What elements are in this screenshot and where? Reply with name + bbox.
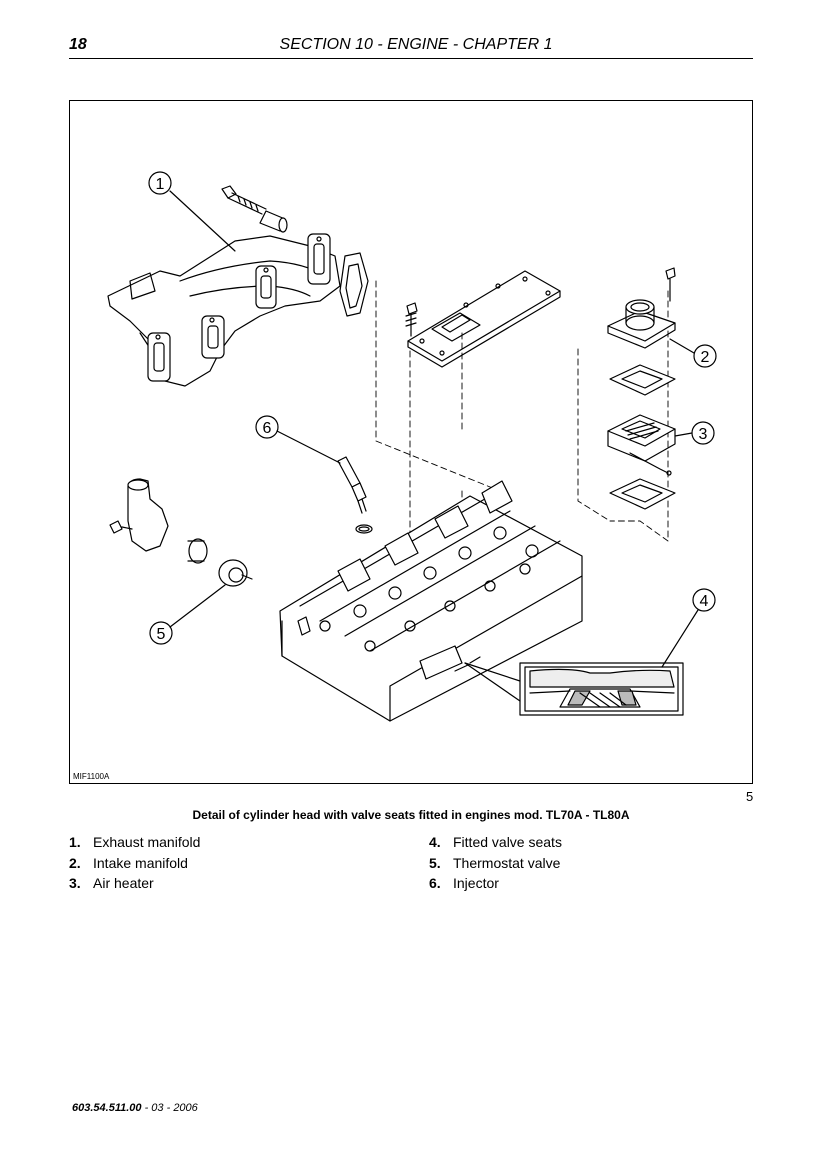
figure-caption: Detail of cylinder head with valve seats… [192,808,630,822]
page-number: 18 [69,36,87,53]
air-heater-drawing [607,414,676,510]
exhaust-manifold-drawing [107,185,369,387]
legend-label: Thermostat valve [453,854,561,871]
exploded-view-drawing: 1 [107,171,717,722]
document-reference: 603.54.511.00 - 03 - 2006 [72,1102,198,1114]
document-number: 603.54.511.00 [72,1102,142,1114]
legend-label: Exhaust manifold [93,834,201,850]
callout-6: 6 [263,420,272,437]
thermostat-drawing [109,478,253,587]
legend-item: 6. Injector [429,875,562,896]
legend-right: 4. Fitted valve seats 5. Thermostat valv… [429,834,562,896]
legend-label: Injector [453,875,499,891]
legend-label: Intake manifold [93,854,188,871]
legend-item: 2. Intake manifold [69,855,200,876]
legend-item: 4. Fitted valve seats [429,834,562,855]
document-date: - 03 - 2006 [141,1102,198,1114]
legend-item: 5. Thermostat valve [429,855,562,876]
figure-number: 5 [746,789,754,804]
valve-seat-detail-drawing [519,662,684,716]
callout-3: 3 [699,426,708,443]
intake-cover-plate-drawing [405,270,561,368]
callout-4: 4 [700,593,709,610]
legend-number: 6. [429,875,441,891]
intake-manifold-drawing [607,267,676,396]
legend-number: 4. [429,834,441,850]
legend-label: Fitted valve seats [453,834,562,850]
legend-item: 3. Air heater [69,875,200,896]
legend-number: 3. [69,875,81,891]
page-header: 18 SECTION 10 - ENGINE - CHAPTER 1 [69,36,753,59]
figure-code: MIF1100A [73,772,110,781]
cylinder-head-drawing [279,480,583,722]
legend-number: 5. [429,854,441,871]
legend-label: Air heater [93,875,154,891]
legend-left: 1. Exhaust manifold 2. Intake manifold 3… [69,834,200,896]
callout-2: 2 [701,349,710,366]
legend-number: 1. [69,834,81,850]
exploded-view-figure: 1 [69,100,753,784]
legend-number: 2. [69,854,81,871]
section-title: SECTION 10 - ENGINE - CHAPTER 1 [279,36,553,53]
legend-item: 1. Exhaust manifold [69,834,200,855]
injector-drawing [337,456,373,534]
callout-5: 5 [157,626,166,643]
callout-1: 1 [156,176,165,193]
